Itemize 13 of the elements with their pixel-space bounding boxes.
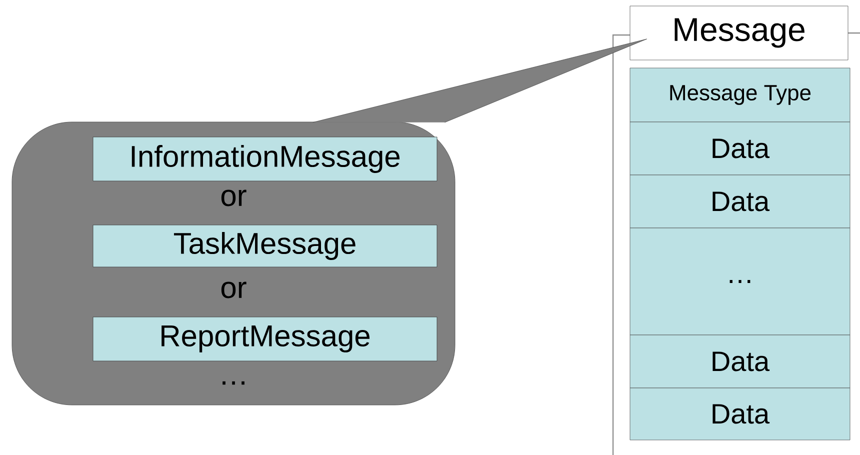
- message-kind-box: InformationMessage: [92, 136, 438, 182]
- message-box: Message: [630, 6, 848, 60]
- bubble-text: or: [221, 282, 246, 298]
- bubble-text: or: [221, 190, 246, 206]
- message-kind-box: ReportMessage: [92, 316, 438, 362]
- field-cell: Data: [630, 122, 850, 176]
- callout-tail: [312, 38, 647, 123]
- field-cell: Data: [630, 388, 850, 440]
- message-kind-box: TaskMessage: [92, 224, 438, 268]
- field-cell: Message Type: [630, 68, 850, 122]
- field-cell: Data: [630, 174, 850, 228]
- bubble-text: …: [222, 381, 244, 385]
- field-cell: Data: [630, 334, 850, 388]
